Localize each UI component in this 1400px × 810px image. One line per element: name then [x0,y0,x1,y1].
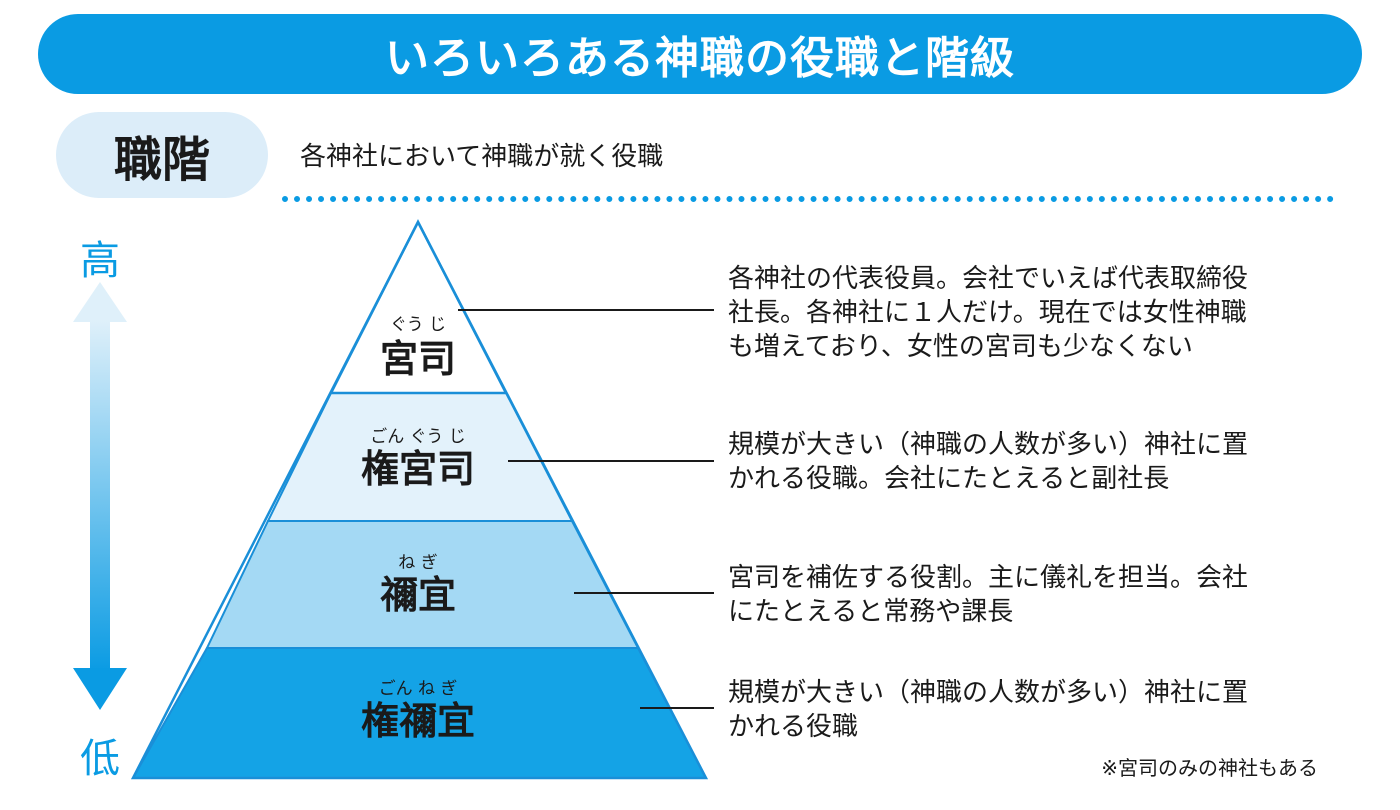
rank-axis: 高 低 [60,218,140,798]
description-line: も増えており、女性の宮司も少なくない [728,332,1193,362]
description-gonnegi: 規模が大きい（神職の人数が多い）神社に置 かれる役職 [728,676,1338,744]
vertical-arrow-icon [73,282,127,710]
section-label: 職階 [113,132,210,188]
dotted-divider [282,196,1334,202]
description-line: かれる役職。会社にたとえると副社長 [728,464,1170,494]
rank-name-negi: 禰宜 [380,573,456,617]
reading-negi: ね ぎ [398,553,437,573]
description-line: かれる役職 [728,712,859,742]
reading-gonguji: ごん ぐう じ [370,427,465,447]
description-line: 各神社の代表役員。会社でいえば代表取締役 [728,264,1249,294]
section-description: 各神社において神職が就く役職 [300,142,664,172]
description-guji: 各神社の代表役員。会社でいえば代表取締役 社長。各神社に１人だけ。現在では女性神… [728,262,1338,364]
reading-guji: ぐう じ [390,315,446,335]
axis-high-label: 高 [80,238,120,284]
description-line: 規模が大きい（神職の人数が多い）神社に置 [728,678,1249,708]
section-label-pill: 職階 [56,112,268,198]
description-line: 宮司を補佐する役割。主に儀礼を担当。会社 [728,563,1249,593]
footnote: ※宮司のみの神社もある [1101,756,1318,780]
description-line: 社長。各神社に１人だけ。現在では女性神職 [728,298,1247,328]
description-gonguji: 規模が大きい（神職の人数が多い）神社に置 かれる役職。会社にたとえると副社長 [728,428,1338,496]
description-negi: 宮司を補佐する役割。主に儀礼を担当。会社 にたとえると常務や課長 [728,561,1338,629]
rank-name-guji: 宮司 [380,337,456,381]
reading-gonnegi: ごん ね ぎ [379,679,458,699]
title-banner: いろいろある神職の役職と階級 [38,14,1362,94]
axis-low-label: 低 [80,736,120,782]
rank-name-gonnegi: 権禰宜 [361,699,475,743]
description-line: にたとえると常務や課長 [728,597,1014,627]
rank-name-gonguji: 権宮司 [361,447,475,491]
page-title: いろいろある神職の役職と階級 [385,33,1015,84]
description-line: 規模が大きい（神職の人数が多い）神社に置 [728,430,1249,460]
